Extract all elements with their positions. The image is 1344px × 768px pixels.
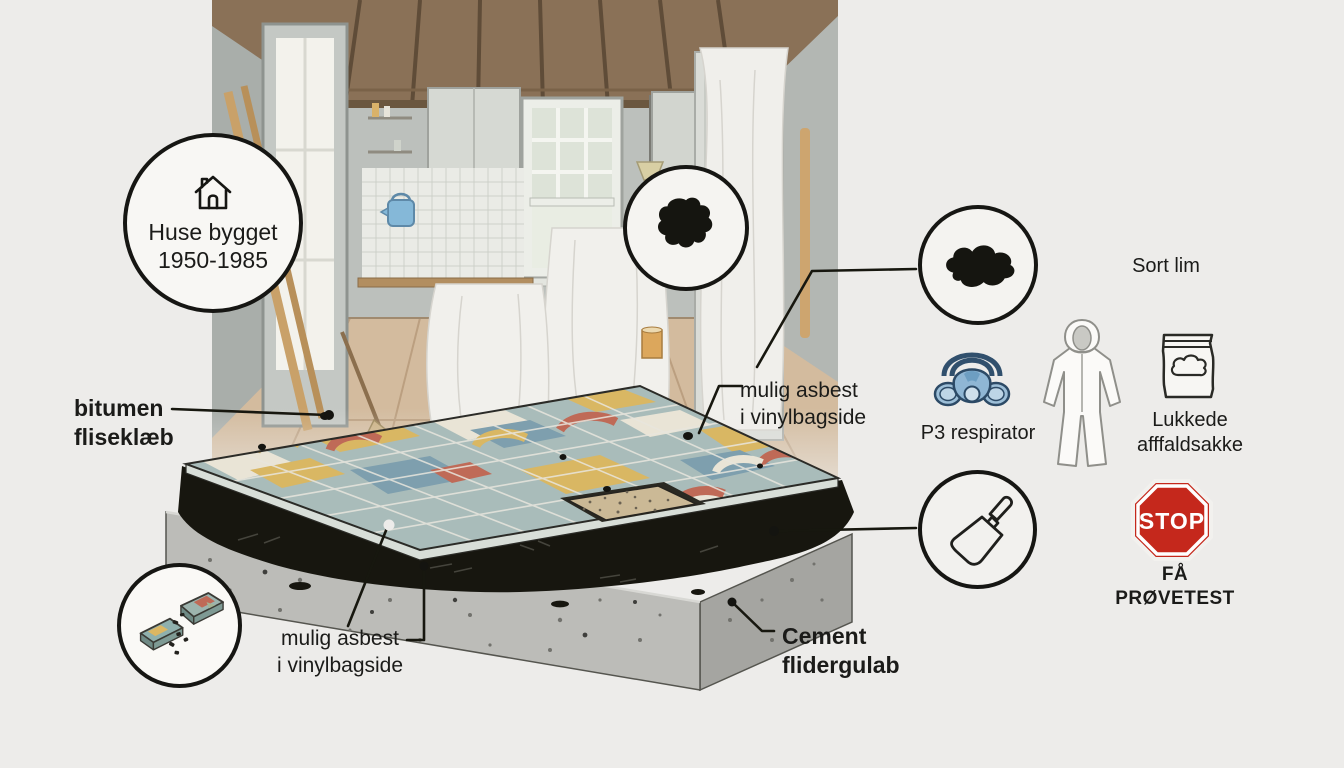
leader-dots xyxy=(324,410,779,607)
waste-bag-icon xyxy=(1161,333,1215,399)
label-line: i vinylbagside xyxy=(276,653,404,677)
glue-blob-magnifier-room xyxy=(623,165,749,291)
callout-leader-lines xyxy=(170,267,918,642)
badge-line1: Huse bygget xyxy=(148,218,278,245)
broken-tile-icon xyxy=(139,591,224,655)
label-line: flidergulab xyxy=(782,652,900,679)
label-asbestos-bottom: mulig asbest i vinylbagside xyxy=(270,626,410,679)
scraper-icon xyxy=(949,495,1013,566)
respirator-label: P3 respirator xyxy=(920,422,1036,444)
get-sample-test-label: FÅ PRØVETEST xyxy=(1115,564,1235,609)
stop-sign-icon: STOP xyxy=(1131,479,1213,561)
label-line: fliseklæb xyxy=(74,424,174,451)
respirator-icon xyxy=(933,352,1011,407)
label-bitumen-adhesive: bitumen fliseklæb xyxy=(74,394,174,452)
kettle xyxy=(379,192,415,227)
broken-tile-magnifier xyxy=(117,563,242,688)
label-line: Lukkede xyxy=(1152,409,1228,431)
label-line: mulig asbest xyxy=(740,379,858,402)
label-line: bitumen xyxy=(74,395,164,421)
label-cement-floor: Cement flidergulab xyxy=(782,622,900,680)
black-glue-label: Sort lim xyxy=(1132,255,1200,277)
scraper-magnifier xyxy=(918,470,1037,589)
label-line: i vinylbagside xyxy=(740,405,867,429)
label-line: Cement xyxy=(782,623,867,649)
house-age-badge: Huse bygget 1950-1985 xyxy=(123,133,303,313)
label-line: mulig asbest xyxy=(281,627,399,650)
floor-layers-diagram xyxy=(165,267,918,692)
glue-blob-icon xyxy=(658,197,713,248)
waste-bag-label: Lukkede afffaldsakke xyxy=(1122,408,1258,458)
badge-line2: 1950-1985 xyxy=(158,247,268,273)
stop-sign-text: STOP xyxy=(1139,508,1205,534)
glue-blob-magnifier-layer xyxy=(918,205,1038,325)
house-icon xyxy=(194,175,232,210)
glue-blob-icon xyxy=(946,245,1015,287)
label-asbestos-top: mulig asbest i vinylbagside xyxy=(740,378,870,431)
label-line: afffaldsakke xyxy=(1136,434,1243,456)
protective-suit-icon xyxy=(1043,319,1121,467)
